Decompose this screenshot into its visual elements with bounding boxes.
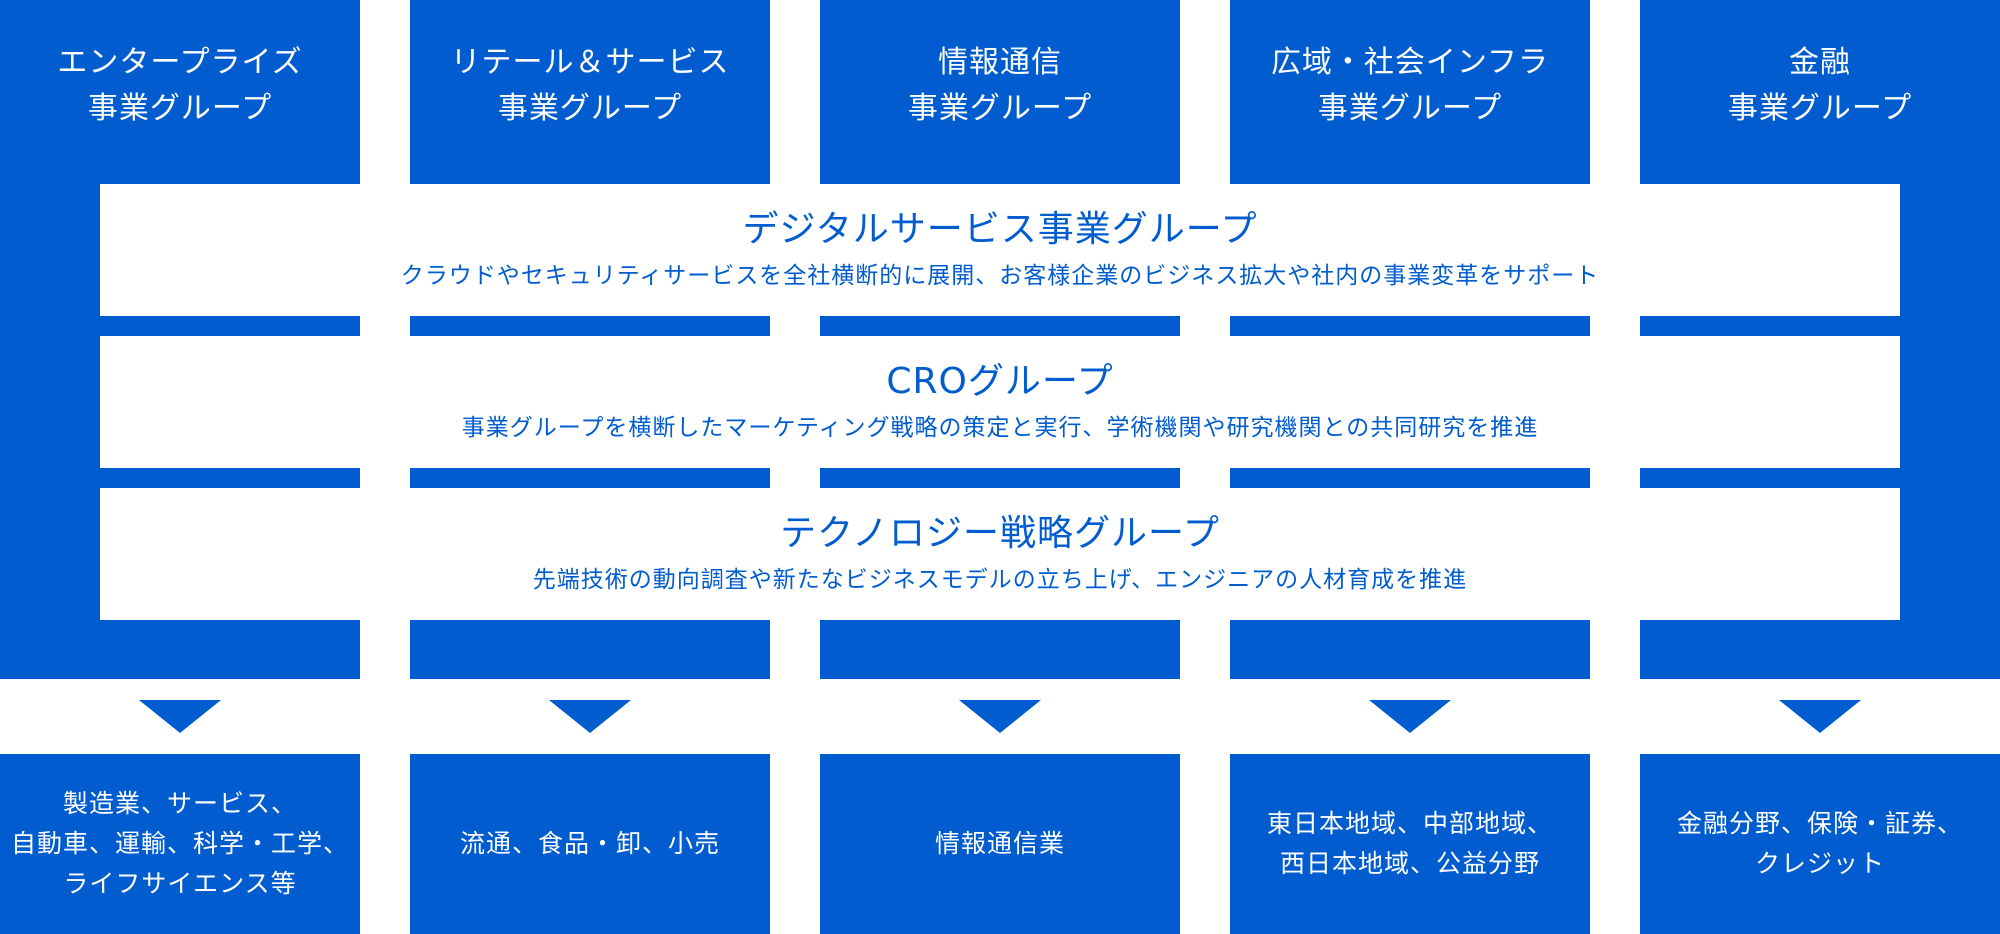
cross-group-description: 先端技術の動向調査や新たなビジネスモデルの立ち上げ、エンジニアの人材育成を推進	[532, 567, 1468, 593]
sector-line: 自動車、運輸、科学・工学、	[10, 829, 349, 858]
sector-box-finance: 金融分野、保険・証券、 クレジット	[1640, 754, 2000, 934]
down-arrow-icon	[139, 700, 221, 733]
cross-group-title: テクノロジー戦略グループ	[780, 513, 1220, 554]
sector-line: 情報通信業	[934, 829, 1065, 858]
down-arrow-icon	[959, 700, 1041, 733]
sector-line: 流通、食品・卸、小売	[459, 829, 720, 858]
sector-line: 西日本地域、公益分野	[1279, 849, 1540, 878]
cross-group-cro: CROグループ 事業グループを横断したマーケティング戦略の策定と実行、学術機関や…	[100, 336, 1900, 468]
group-title: リテール＆サービス 事業グループ	[450, 45, 730, 126]
cross-group-title: CROグループ	[886, 361, 1114, 402]
sector-line: 金融分野、保険・証券、	[1676, 809, 1963, 838]
sector-box-enterprise: 製造業、サービス、 自動車、運輸、科学・工学、 ライフサイエンス等	[0, 754, 360, 934]
sector-line: 製造業、サービス、	[62, 789, 297, 818]
down-arrow-icon	[549, 700, 631, 733]
down-arrow-icon	[1779, 700, 1861, 733]
sector-line: クレジット	[1754, 849, 1885, 878]
group-title: 広域・社会インフラ 事業グループ	[1270, 45, 1550, 126]
group-title: エンタープライズ 事業グループ	[57, 45, 303, 126]
sector-line: ライフサイエンス等	[63, 869, 297, 898]
sector-box-infrastructure: 東日本地域、中部地域、 西日本地域、公益分野	[1230, 754, 1590, 934]
cross-group-description: クラウドやセキュリティサービスを全社横断的に展開、お客様企業のビジネス拡大や社内…	[400, 263, 1600, 289]
sector-box-telecom: 情報通信業	[820, 754, 1180, 934]
cross-group-description: 事業グループを横断したマーケティング戦略の策定と実行、学術機関や研究機関との共同…	[461, 415, 1539, 441]
sector-box-retail-service: 流通、食品・卸、小売	[410, 754, 770, 934]
cross-group-digital-services: デジタルサービス事業グループ クラウドやセキュリティサービスを全社横断的に展開、…	[100, 184, 1900, 316]
group-title: 情報通信 事業グループ	[907, 45, 1093, 126]
down-arrow-icon	[1369, 700, 1451, 733]
group-title: 金融 事業グループ	[1727, 45, 1913, 126]
cross-group-title: デジタルサービス事業グループ	[742, 209, 1258, 250]
sector-line: 東日本地域、中部地域、	[1266, 809, 1553, 838]
cross-group-technology-strategy: テクノロジー戦略グループ 先端技術の動向調査や新たなビジネスモデルの立ち上げ、エ…	[100, 488, 1900, 620]
